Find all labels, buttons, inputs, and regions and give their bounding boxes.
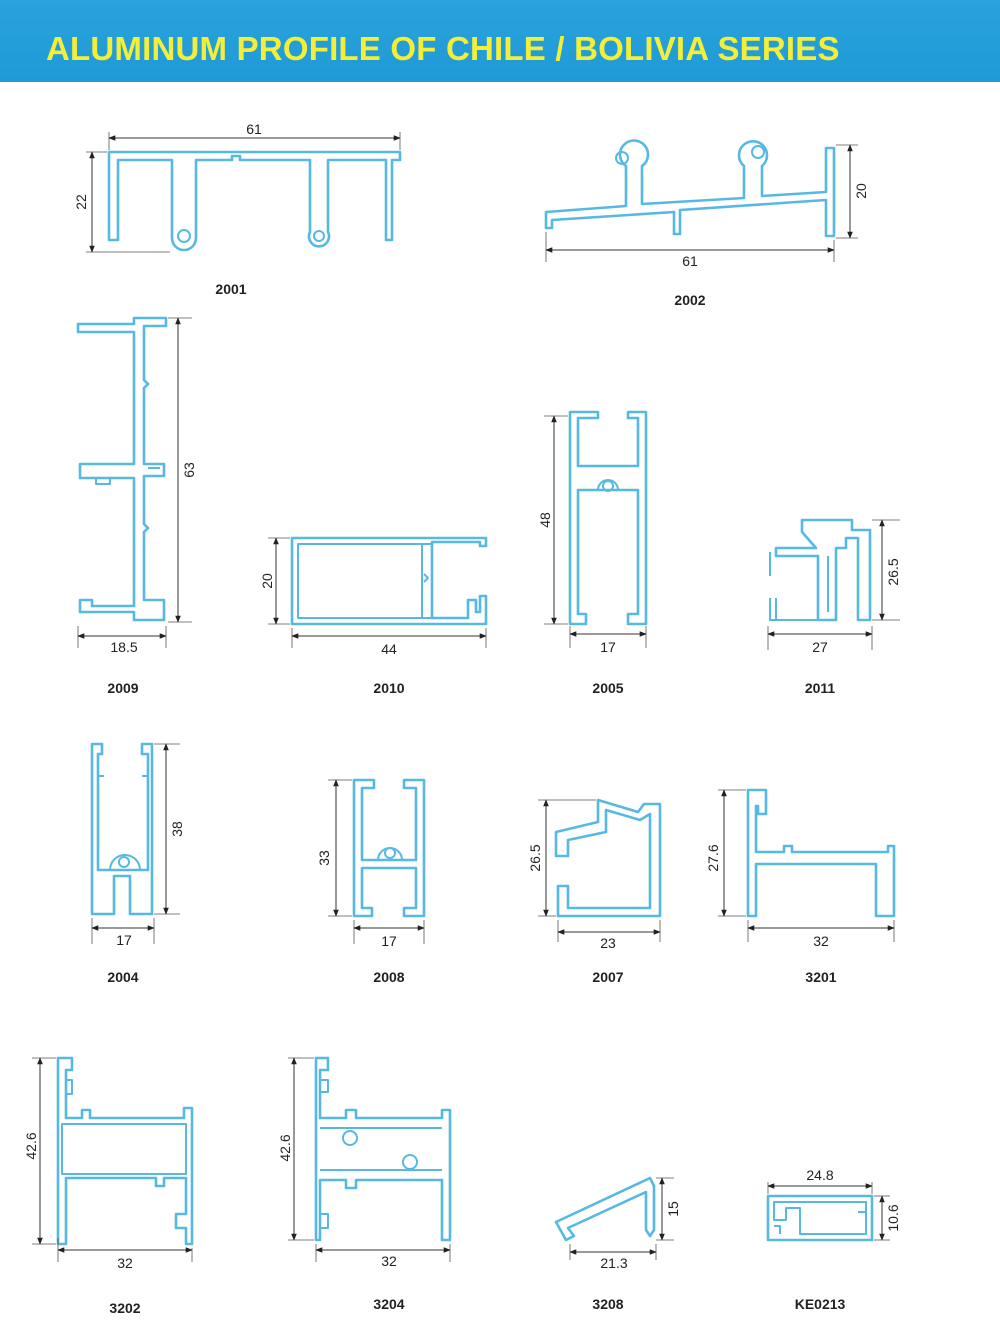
profile-3201-height: 27.6 [705,844,721,871]
profile-3201-shape [746,788,896,918]
profile-3201-code: 3201 [805,969,836,985]
profile-2005-shape [568,410,648,626]
profile-2005-code: 2005 [592,680,623,696]
profile-3208: 15 21.3 3208 [554,1176,681,1312]
profile-2009-code: 2009 [107,680,138,696]
profile-2007-shape [554,798,662,918]
profile-2004-width: 17 [116,932,132,948]
profile-2011-code: 2011 [805,680,836,696]
profile-2010: 20 44 2010 [259,536,488,696]
profile-2008: 33 17 2008 [316,778,426,985]
profile-2002-width: 61 [682,253,698,269]
profile-2001-height: 22 [73,194,89,210]
profile-2001-shape [107,150,402,252]
profile-2010-width: 44 [381,641,397,657]
profile-2008-width: 17 [381,933,397,949]
profile-2009-width: 18.5 [110,639,137,655]
profile-2010-shape [290,536,488,626]
profile-2002-height: 20 [853,183,869,199]
profile-2007: 26.5 23 2007 [527,798,662,985]
profile-2011: 26.5 27 2011 [767,518,901,696]
profile-2009: 63 18.5 2009 [76,316,197,696]
profile-2007-width: 23 [600,935,616,951]
page-title: ALUMINUM PROFILE OF CHILE / BOLIVIA SERI… [46,30,840,67]
profile-ke0213-height: 10.6 [885,1204,901,1231]
profile-2005-height: 48 [537,512,553,528]
profile-ke0213-shape [766,1194,874,1242]
profile-2009-shape [76,316,168,622]
profile-2009-height: 63 [181,462,197,478]
profile-3208-shape [554,1176,656,1242]
profile-3208-width: 21.3 [600,1255,627,1271]
profile-2008-height: 33 [316,850,332,866]
profile-3201: 27.6 32 3201 [705,788,896,985]
profile-2002-shape [544,139,836,238]
profile-ke0213-width: 24.8 [806,1167,833,1183]
page-header: ALUMINUM PROFILE OF CHILE / BOLIVIA SERI… [0,0,1000,82]
profile-2002-code: 2002 [674,292,705,308]
profile-2004-code: 2004 [107,969,138,985]
profile-3204-width: 32 [381,1253,397,1269]
profile-2011-shape [769,518,872,622]
profile-3202-code: 3202 [109,1300,140,1316]
profile-2005-width: 17 [600,639,616,655]
profile-2001-width: 61 [246,121,262,137]
profile-3202-height: 42.6 [23,1132,39,1159]
profile-3202-shape [56,1056,194,1246]
profile-3208-code: 3208 [592,1296,623,1312]
profile-2011-height: 26.5 [885,558,901,585]
profile-2008-code: 2008 [373,969,404,985]
profile-2011-width: 27 [812,639,828,655]
profile-3202-width: 32 [117,1255,133,1271]
profile-ke0213-code: KE0213 [795,1296,846,1312]
profile-ke0213: 24.8 10.6 KE0213 [766,1167,901,1312]
profile-3204-code: 3204 [373,1296,404,1312]
profile-2007-height: 26.5 [527,844,543,871]
profile-2004: 38 17 2004 [90,742,185,985]
profile-2002: 20 61 2002 [544,139,869,308]
profile-2004-shape [90,742,154,916]
profile-3204-shape [314,1056,452,1242]
profile-2010-code: 2010 [373,680,404,696]
profile-2008-shape [352,778,426,918]
profile-2005: 48 17 2005 [537,410,648,696]
profile-3208-height: 15 [665,1201,681,1217]
profile-3204: 42.6 32 3204 [277,1056,452,1312]
profile-2010-height: 20 [259,573,275,589]
profile-2004-height: 38 [169,821,185,837]
profile-3204-height: 42.6 [277,1134,293,1161]
profile-3201-width: 32 [813,933,829,949]
profile-2007-code: 2007 [592,969,623,985]
profile-3202: 42.6 32 3202 [23,1056,194,1316]
profile-2001: 61 22 2001 [73,121,402,297]
profile-2001-code: 2001 [215,281,246,297]
